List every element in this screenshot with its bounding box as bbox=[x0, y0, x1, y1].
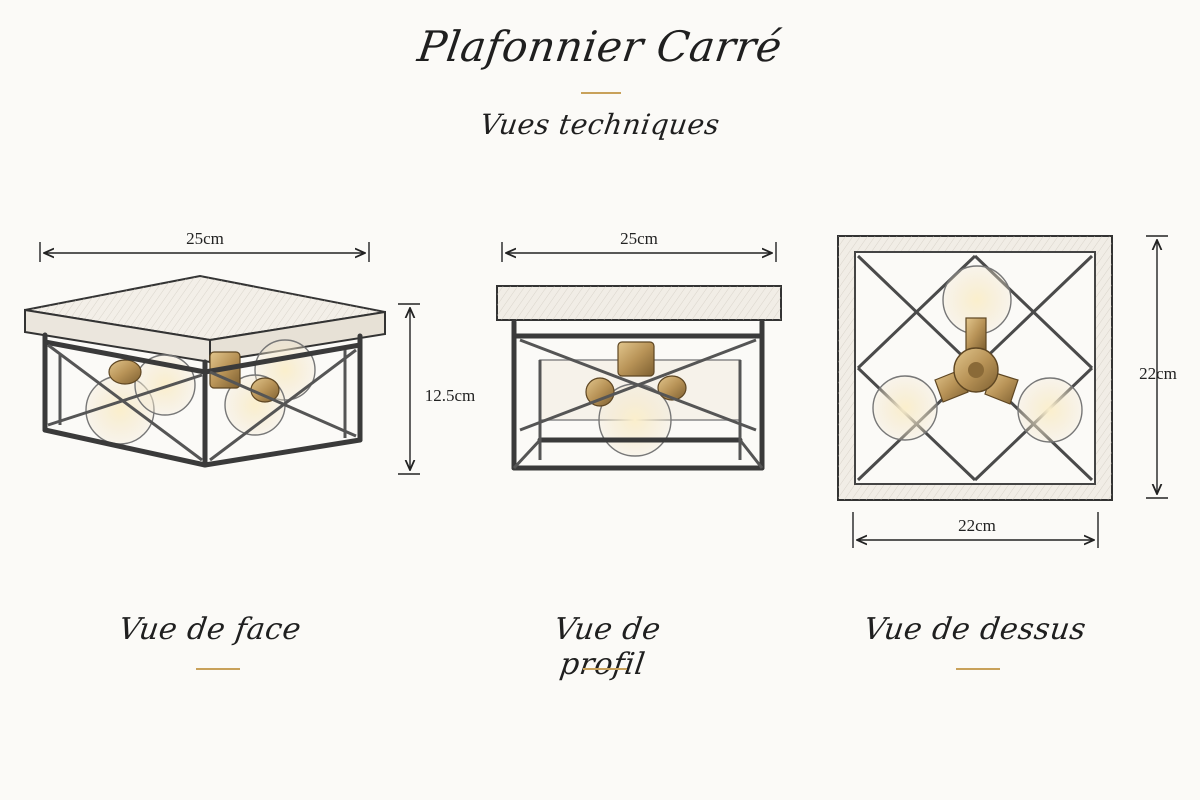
top-width-dimension: 22cm bbox=[852, 512, 1099, 548]
caption-top-divider bbox=[956, 668, 1000, 670]
side-view: 25cm bbox=[496, 229, 782, 471]
caption-side-view: Vue de profil bbox=[551, 612, 664, 682]
side-width-label: 25cm bbox=[620, 229, 658, 248]
caption-front-divider bbox=[196, 668, 240, 670]
caption-top-view: Vue de dessus bbox=[861, 612, 1089, 647]
front-width-label: 25cm bbox=[186, 229, 224, 248]
front-view: 25cm 12.5cm bbox=[24, 229, 476, 475]
caption-front-view: Vue de face bbox=[116, 612, 304, 647]
top-height-dimension: 22cm bbox=[1139, 235, 1177, 499]
front-height-dimension: 12.5cm bbox=[398, 303, 476, 475]
top-width-label: 22cm bbox=[958, 516, 996, 535]
caption-side-divider bbox=[583, 668, 627, 670]
top-view: 22cm 22cm bbox=[837, 235, 1177, 548]
front-width-dimension: 25cm bbox=[39, 229, 370, 262]
side-width-dimension: 25cm bbox=[501, 229, 777, 262]
top-height-label: 22cm bbox=[1139, 364, 1177, 383]
front-height-label: 12.5cm bbox=[425, 386, 476, 405]
title-divider bbox=[581, 92, 621, 94]
